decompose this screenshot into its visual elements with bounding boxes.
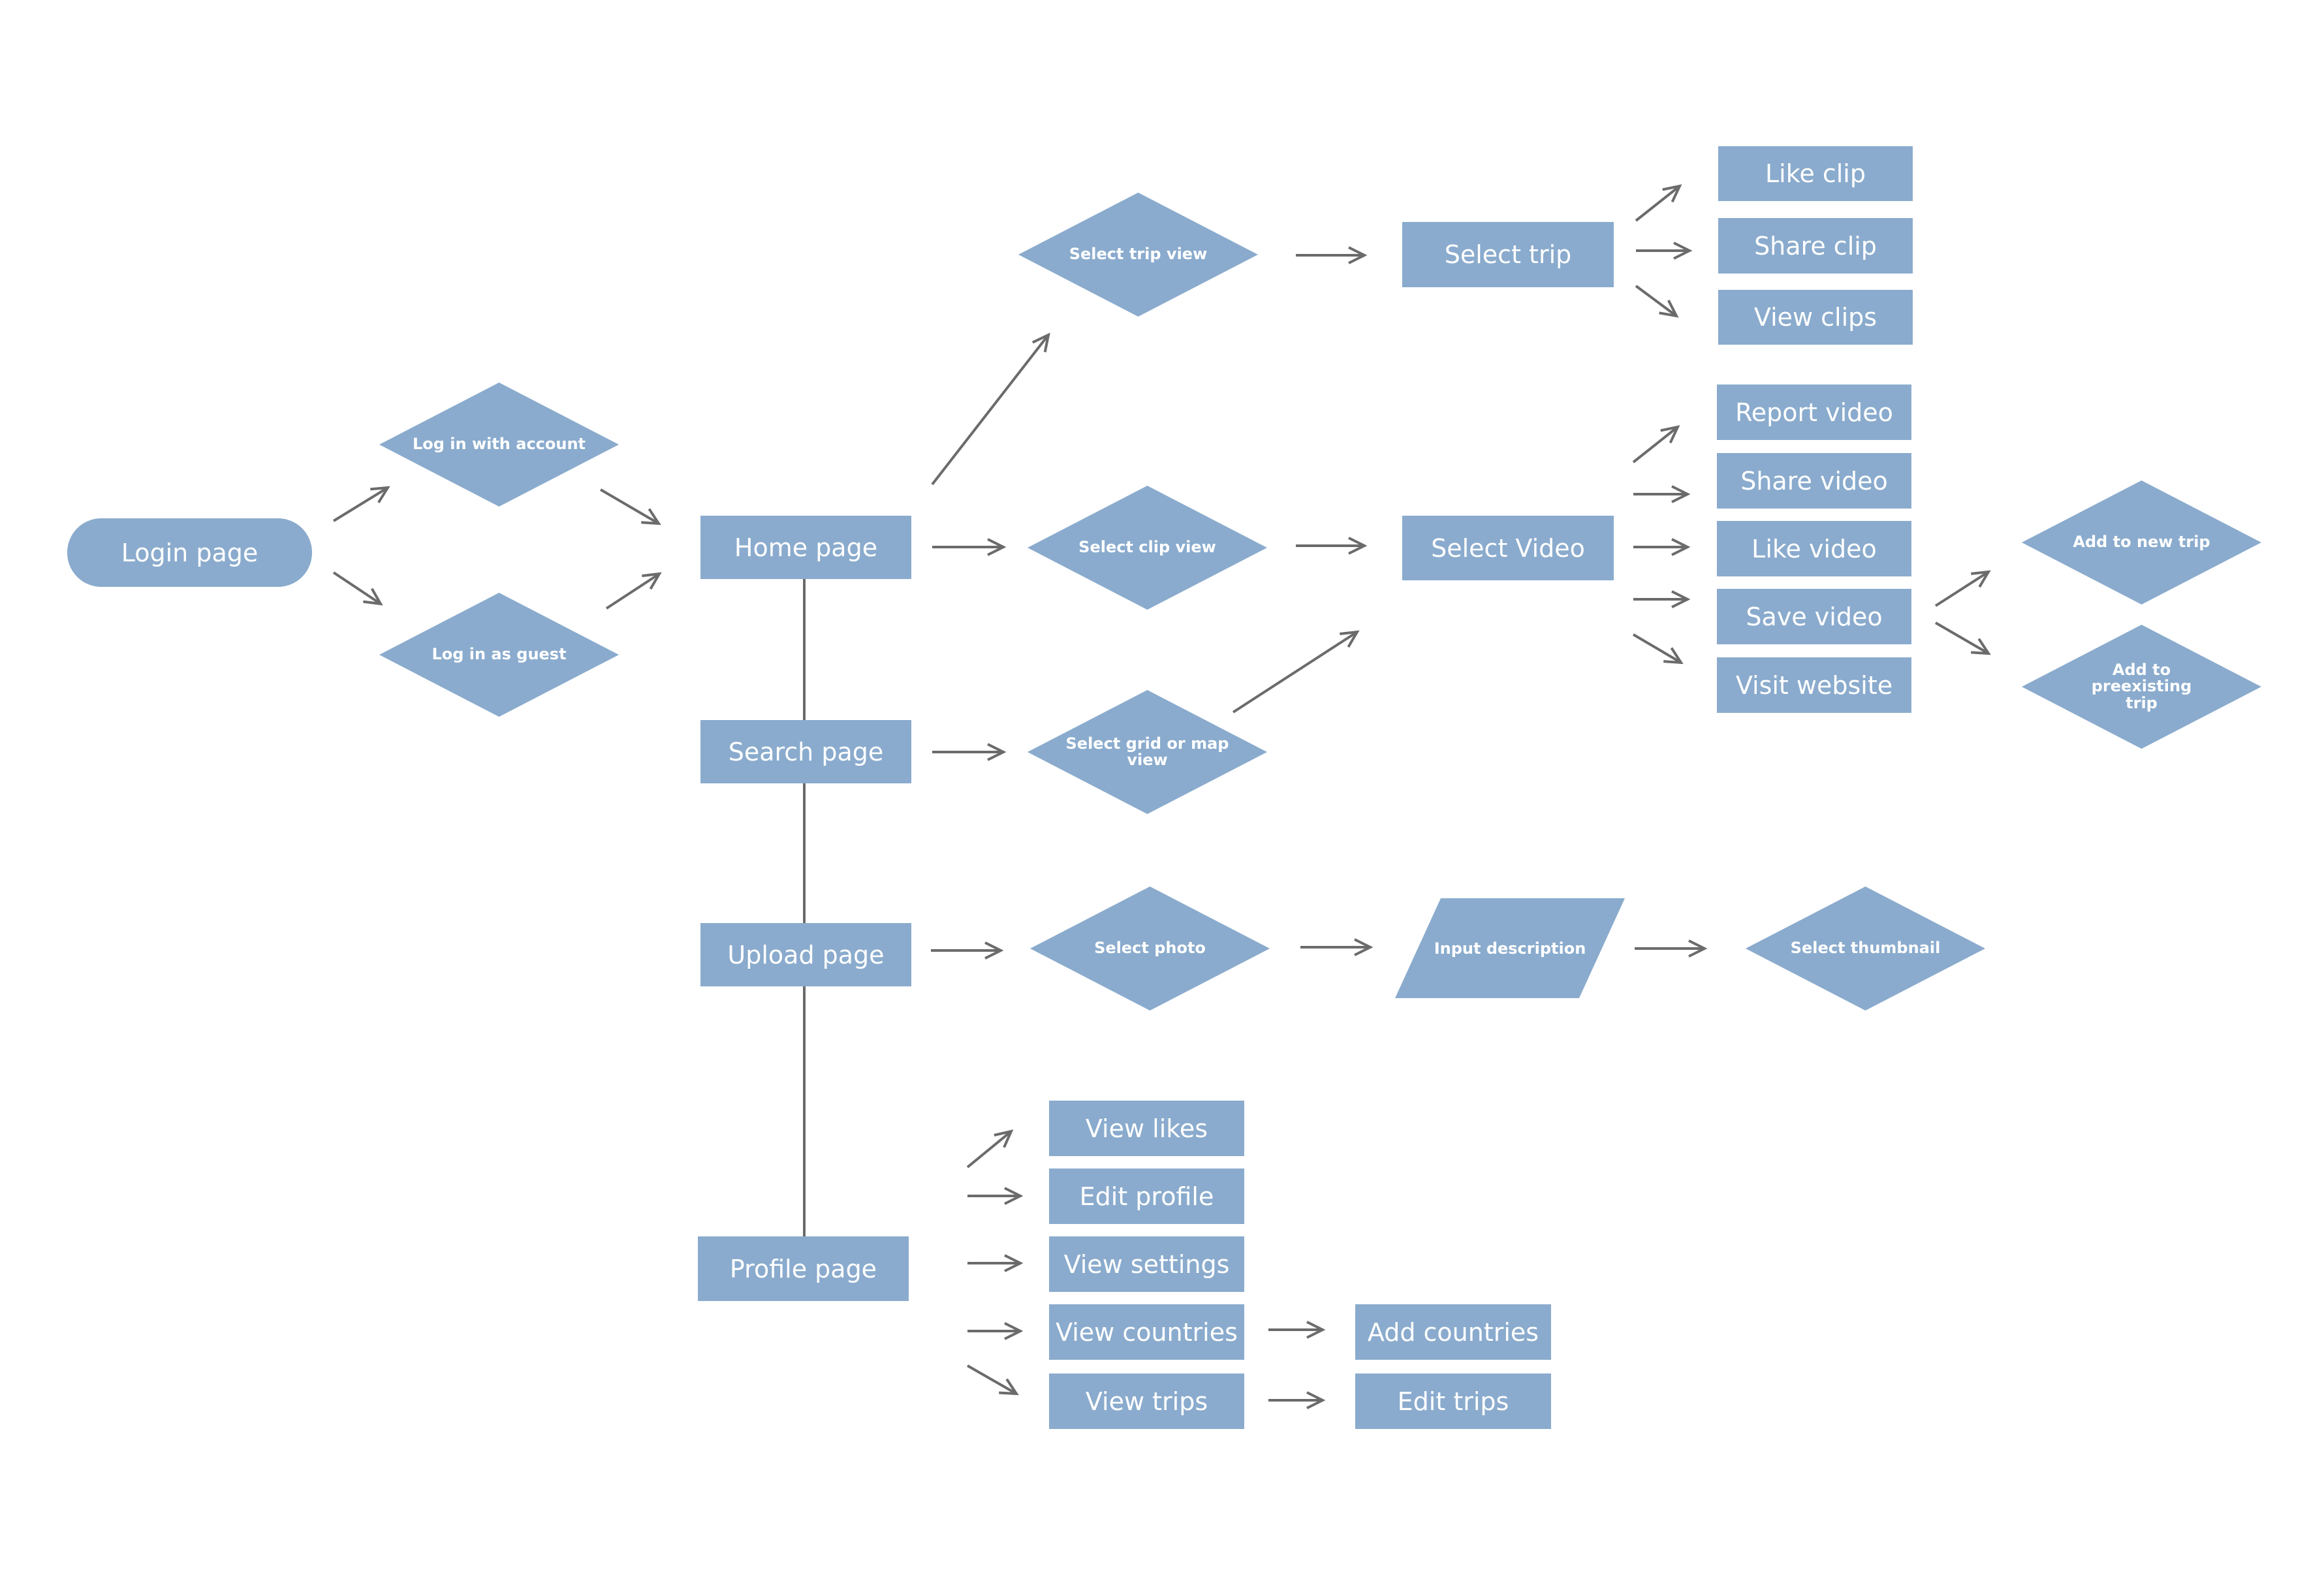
arrow-trip-to-view-clips — [1635, 285, 1676, 316]
edit-trips-label: Edit trips — [1397, 1387, 1509, 1416]
like-clip-node: Like clip — [1718, 146, 1913, 201]
arrow-login-to-account — [332, 488, 388, 522]
arrow-login-to-guest — [332, 571, 381, 604]
share-video-node: Share video — [1717, 453, 1911, 509]
add-countries-label: Add countries — [1367, 1317, 1539, 1347]
arrow-home-to-trip-view — [931, 335, 1048, 486]
arrow-save-to-preexisting-trip — [1934, 621, 1988, 653]
profile-page-label: Profile page — [729, 1254, 877, 1283]
save-video-node: Save video — [1717, 589, 1911, 644]
log-in-as-guest-label: Log in as guest — [432, 645, 567, 664]
diamond-shape — [379, 593, 619, 717]
edit-trips-node: Edit trips — [1355, 1373, 1551, 1429]
log-in-as-guest-decision: Log in as guest — [379, 593, 619, 717]
add-to-preexisting-trip-decision: Add to preexisting trip — [2022, 625, 2261, 749]
input-description-label: Input description — [1434, 939, 1586, 958]
diamond-shape — [1028, 690, 1267, 814]
home-page-node: Home page — [700, 516, 911, 579]
edit-profile-label: Edit profile — [1079, 1182, 1214, 1211]
share-clip-node: Share clip — [1718, 218, 1913, 274]
view-likes-node: View likes — [1049, 1101, 1244, 1156]
arrow-guest-to-home — [605, 574, 659, 610]
like-clip-label: Like clip — [1765, 159, 1866, 188]
log-in-with-account-label: Log in with account — [412, 435, 586, 454]
view-settings-node: View settings — [1049, 1236, 1244, 1292]
input-description-node: Input description — [1395, 898, 1625, 998]
save-video-label: Save video — [1746, 602, 1883, 631]
select-photo-label: Select photo — [1094, 939, 1206, 958]
diamond-shape — [2022, 480, 2261, 604]
add-to-new-trip-label: Add to new trip — [2073, 533, 2210, 552]
view-likes-label: View likes — [1085, 1114, 1208, 1143]
report-video-label: Report video — [1735, 398, 1893, 427]
select-thumbnail-decision: Select thumbnail — [1746, 887, 1985, 1011]
select-video-label: Select Video — [1431, 533, 1585, 563]
arrow-video-to-visit — [1632, 633, 1681, 663]
diamond-shape — [1030, 887, 1270, 1011]
select-trip-label: Select trip — [1444, 240, 1572, 269]
select-video-node: Select Video — [1402, 516, 1614, 580]
diamond-shape — [1746, 887, 1985, 1011]
view-clips-node: View clips — [1718, 290, 1913, 345]
arrow-profile-to-trips — [967, 1364, 1016, 1394]
select-grid-or-map-view-decision: Select grid or map view — [1028, 690, 1267, 814]
like-video-label: Like video — [1751, 534, 1877, 563]
select-trip-node: Select trip — [1402, 222, 1614, 287]
diamond-shape — [2022, 625, 2261, 749]
view-countries-label: View countries — [1056, 1317, 1238, 1347]
select-grid-or-map-view-label: Select grid or map view — [1065, 734, 1229, 769]
arrow-save-to-new-trip — [1934, 572, 1988, 607]
log-in-with-account-decision: Log in with account — [379, 383, 619, 507]
diamond-shape — [1018, 193, 1258, 317]
upload-page-label: Upload page — [727, 940, 885, 969]
profile-page-node: Profile page — [698, 1236, 909, 1301]
search-page-node: Search page — [700, 720, 911, 783]
home-page-label: Home page — [734, 533, 878, 562]
arrow-profile-to-likes — [966, 1131, 1011, 1169]
share-clip-label: Share clip — [1754, 231, 1877, 260]
login-page-label: Login page — [121, 538, 259, 567]
select-photo-decision: Select photo — [1030, 887, 1270, 1011]
view-countries-node: View countries — [1049, 1304, 1244, 1360]
arrow-account-to-home — [599, 488, 659, 524]
upload-page-node: Upload page — [700, 923, 911, 986]
view-settings-label: View settings — [1063, 1249, 1230, 1279]
edit-profile-node: Edit profile — [1049, 1169, 1244, 1224]
view-trips-label: View trips — [1085, 1387, 1208, 1416]
like-video-node: Like video — [1717, 521, 1911, 576]
select-clip-view-decision: Select clip view — [1028, 486, 1267, 610]
search-page-label: Search page — [728, 737, 884, 766]
arrow-video-to-report — [1632, 427, 1678, 463]
diamond-shape — [1028, 486, 1267, 610]
select-clip-view-label: Select clip view — [1078, 538, 1216, 557]
diamond-shape — [379, 383, 619, 507]
arrow-grid-view-to-video — [1232, 632, 1357, 714]
select-thumbnail-label: Select thumbnail — [1790, 939, 1941, 958]
visit-website-node: Visit website — [1717, 657, 1911, 713]
visit-website-label: Visit website — [1735, 670, 1893, 700]
add-to-preexisting-trip-label: Add to preexisting trip — [2091, 661, 2192, 712]
add-to-new-trip-decision: Add to new trip — [2022, 480, 2261, 604]
arrow-trip-to-like-clip — [1635, 186, 1680, 222]
select-trip-view-decision: Select trip view — [1018, 193, 1258, 317]
report-video-node: Report video — [1717, 384, 1911, 440]
login-page-node: Login page — [67, 518, 312, 587]
select-trip-view-label: Select trip view — [1069, 245, 1208, 264]
parallelogram-shape — [1395, 898, 1625, 998]
view-clips-label: View clips — [1753, 303, 1877, 332]
share-video-label: Share video — [1740, 466, 1888, 495]
view-trips-node: View trips — [1049, 1373, 1244, 1429]
add-countries-node: Add countries — [1355, 1304, 1551, 1360]
